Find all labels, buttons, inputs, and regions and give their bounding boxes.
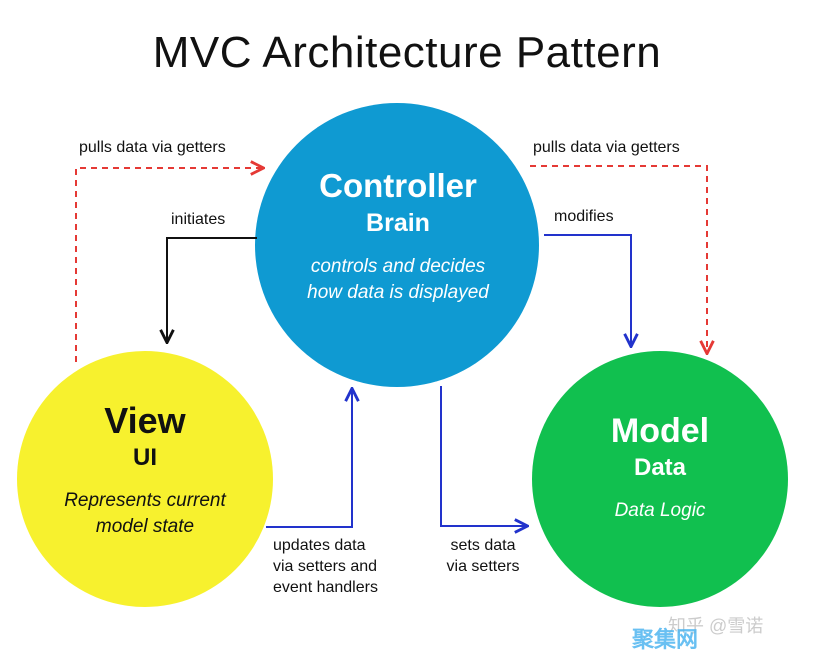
controller-name: Controller — [319, 167, 477, 204]
label-modifies: modifies — [554, 208, 614, 225]
view-name: View — [104, 400, 186, 441]
model-name: Model — [610, 412, 710, 450]
view-node — [17, 351, 273, 607]
diagram-title: MVC Architecture Pattern — [152, 28, 662, 77]
edge-modifies — [544, 234, 631, 345]
view-description-line-2: model state — [95, 516, 195, 537]
controller-node — [255, 103, 539, 387]
label-updates-line-2: via setters and — [273, 558, 378, 575]
edge-initiates — [167, 237, 257, 341]
view-role: UI — [133, 444, 157, 471]
label-model-pulls: pulls data via getters — [533, 139, 680, 156]
label-updates-line-3: event handlers — [273, 579, 378, 596]
label-initiates: initiates — [171, 211, 226, 228]
label-updates-line-1: updates data — [273, 537, 366, 554]
label-updates: updates data via setters and event handl… — [273, 535, 378, 598]
label-sets-data-line-1: sets data — [450, 537, 516, 554]
label-sets-data-line-2: via setters — [446, 558, 520, 575]
model-role: Data — [633, 454, 687, 481]
model-node — [532, 351, 788, 607]
edge-sets-data — [440, 386, 526, 526]
label-sets-data: sets data via setters — [439, 535, 527, 577]
edge-updates — [266, 390, 352, 528]
watermark-line-1: 知乎 @雪诺 — [668, 616, 764, 636]
edge-model-pulls — [530, 165, 707, 352]
model-text: Model Data Data Logic — [535, 410, 785, 524]
controller-role: Brain — [366, 209, 430, 237]
edge-view-pulls — [75, 168, 262, 362]
view-text: View UI Represents current model state — [20, 400, 270, 540]
label-view-pulls: pulls data via getters — [79, 139, 226, 156]
view-description-line-1: Represents current — [64, 490, 226, 511]
controller-text: Controller Brain controls and decides ho… — [257, 166, 539, 306]
watermark-line-2: 聚集网 — [632, 627, 699, 652]
model-description-line-1: Data Logic — [614, 500, 706, 521]
controller-description-line-1: controls and decides — [310, 256, 486, 277]
controller-description-line-2: how data is displayed — [307, 282, 489, 303]
